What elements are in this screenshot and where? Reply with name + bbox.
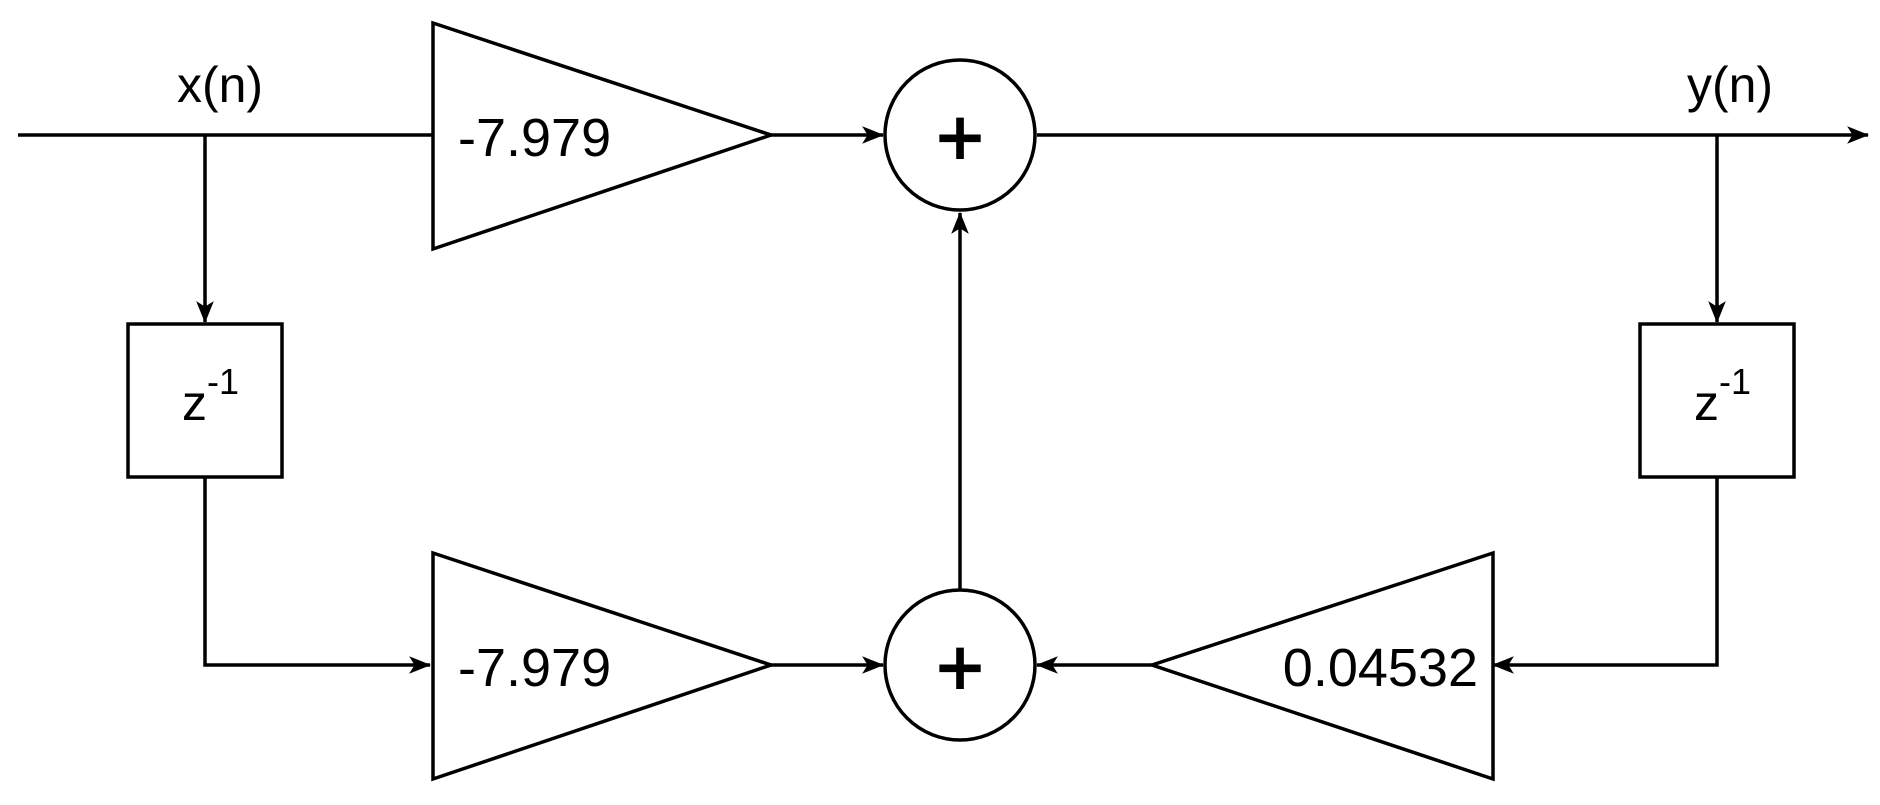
top-gain-triangle: [431, 20, 777, 252]
right-delay-base: z: [1694, 375, 1719, 431]
left-delay-base: z: [182, 375, 207, 431]
top-adder-symbol: +: [932, 98, 987, 175]
right-delay-label: z-1: [1694, 361, 1751, 431]
top-gain-value: -7.979: [458, 108, 611, 168]
output-label: y(n): [1687, 57, 1773, 113]
bottom-gain-triangle: [431, 550, 777, 782]
input-label: x(n): [177, 57, 263, 113]
delay-to-gain-arrow: [203, 478, 432, 674]
feedback-gain-triangle: [1146, 550, 1495, 782]
left-delay-box: [126, 322, 284, 479]
left-delay-exponent: -1: [207, 361, 239, 402]
delay-to-feedback-gain-arrow: [1491, 478, 1719, 674]
right-delay-box: [1638, 322, 1796, 479]
feedback-gain-value: 0.04532: [1283, 638, 1478, 698]
bottom-adder-circle: [883, 588, 1037, 742]
bottom-gain-value: -7.979: [458, 638, 611, 698]
top-adder-circle: [883, 58, 1037, 212]
right-delay-exponent: -1: [1719, 361, 1751, 402]
bottom-adder-symbol: +: [932, 628, 987, 705]
left-delay-label: z-1: [182, 361, 239, 431]
